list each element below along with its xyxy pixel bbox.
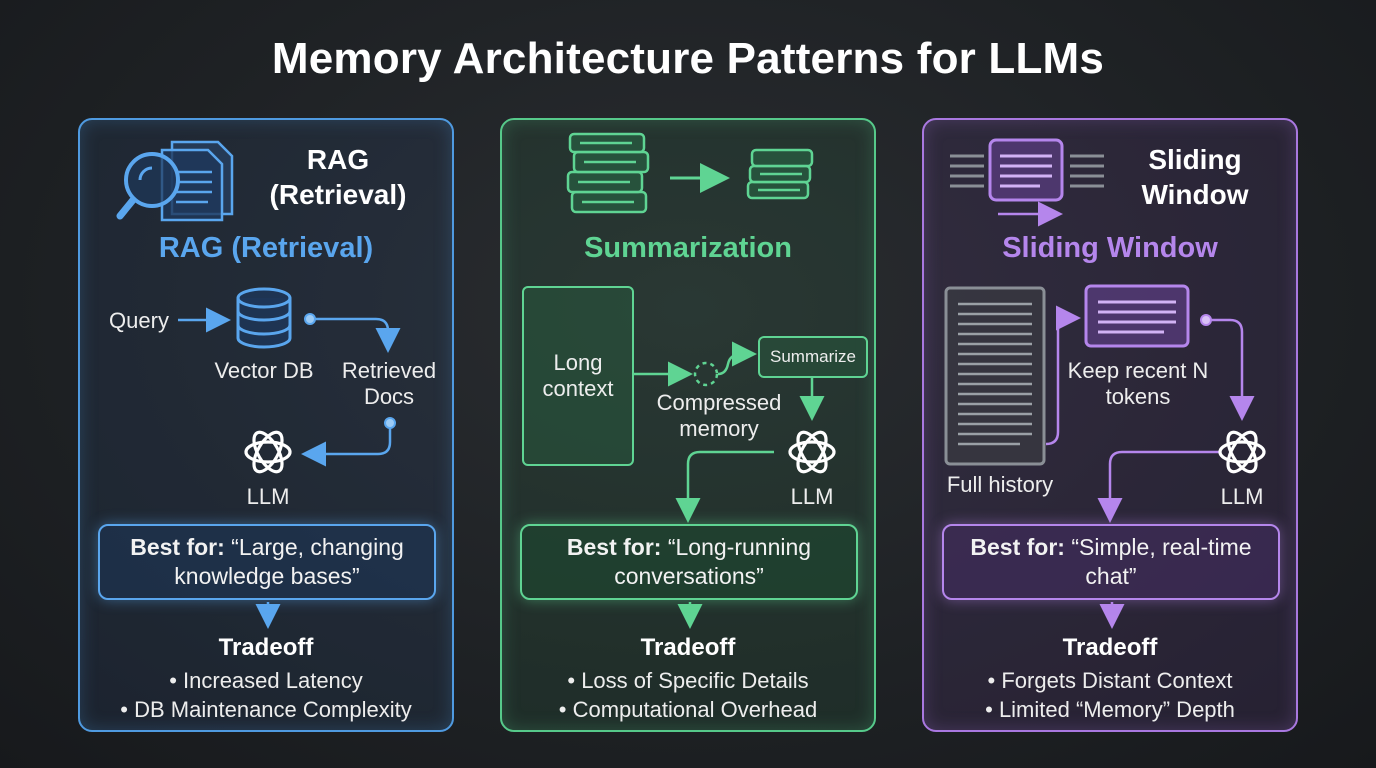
sliding-window-icon xyxy=(950,154,1104,188)
summarization-best-for-label: Best for: xyxy=(566,534,662,560)
sliding-window-header-title: Sliding Window xyxy=(1141,144,1249,210)
full-history-document xyxy=(944,286,1046,466)
vector-db-label: Vector DB xyxy=(214,358,314,383)
summarization-graphics xyxy=(566,132,836,629)
summarization-tradeoff-title: Tradeoff xyxy=(640,634,736,661)
query-label: Query xyxy=(109,308,169,333)
llm-icon xyxy=(788,430,836,474)
sliding-window-tradeoff-title: Tradeoff xyxy=(1062,634,1158,661)
recent-window-box xyxy=(1084,284,1190,348)
list-item: Loss of Specific Details xyxy=(502,666,874,695)
list-item: DB Maintenance Complexity xyxy=(80,695,452,724)
llm-icon xyxy=(244,430,292,474)
list-item: Increased Latency xyxy=(80,666,452,695)
document-search-icon xyxy=(116,140,234,222)
summarization-tradeoff-list: Loss of Specific Details Computational O… xyxy=(502,666,874,724)
sliding-window-best-for-label: Best for: xyxy=(970,534,1065,560)
list-item: Forgets Distant Context xyxy=(924,666,1296,695)
sliding-window-best-for-text: “Simple, real-time chat” xyxy=(1071,534,1252,589)
summarization-llm-label: LLM xyxy=(790,484,834,509)
sliding-window-llm-label: LLM xyxy=(1220,484,1264,509)
rag-best-for-text: “Large, changing knowledge bases” xyxy=(174,534,404,589)
compressed-books-icon xyxy=(746,148,814,200)
sliding-window-tradeoff-list: Forgets Distant Context Limited “Memory”… xyxy=(924,666,1296,724)
summarize-box: Summarize xyxy=(758,336,868,378)
llm-icon xyxy=(1218,430,1266,474)
long-context-box: Long context xyxy=(522,286,634,466)
summarization-best-for-box: Best for: “Long-running conversations” xyxy=(520,524,858,600)
summarization-best-for-text: “Long-running conversations” xyxy=(614,534,812,589)
summarization-panel: Summarization Long context Summarize Com… xyxy=(500,118,876,732)
rag-graphics xyxy=(116,140,401,629)
list-item: Computational Overhead xyxy=(502,695,874,724)
rag-llm-label: LLM xyxy=(246,484,290,509)
retrieved-docs-label: Retrieved Docs xyxy=(341,358,437,409)
rag-best-for-box: Best for: “Large, changing knowledge bas… xyxy=(98,524,436,600)
sliding-window-graphics xyxy=(944,138,1266,629)
long-context-label: Long context xyxy=(542,350,614,401)
rag-tradeoff-title: Tradeoff xyxy=(218,634,314,661)
keep-recent-label: Keep recent N tokens xyxy=(1067,358,1209,409)
rag-subtitle: RAG (Retrieval) xyxy=(158,232,374,264)
full-history-label: Full history xyxy=(946,472,1054,497)
rag-best-for-label: Best for: xyxy=(130,534,225,560)
page-title: Memory Architecture Patterns for LLMs xyxy=(271,34,1105,83)
sliding-window-subtitle: Sliding Window xyxy=(1002,232,1218,264)
vector-database-icon xyxy=(236,287,292,349)
rag-panel: RAG (Retrieval) RAG (Retrieval) Query Ve… xyxy=(78,118,454,732)
summarize-label: Summarize xyxy=(770,347,856,366)
list-item: Limited “Memory” Depth xyxy=(924,695,1296,724)
sliding-window-panel: Sliding Window Sliding Window Keep recen… xyxy=(922,118,1298,732)
sliding-window-best-for-box: Best for: “Simple, real-time chat” xyxy=(942,524,1280,600)
rag-tradeoff-list: Increased Latency DB Maintenance Complex… xyxy=(80,666,452,724)
book-stack-icon xyxy=(566,132,650,214)
summarization-subtitle: Summarization xyxy=(584,232,792,264)
compressed-memory-label: Compressed memory xyxy=(656,390,782,441)
rag-header-title: RAG (Retrieval) xyxy=(269,144,407,210)
